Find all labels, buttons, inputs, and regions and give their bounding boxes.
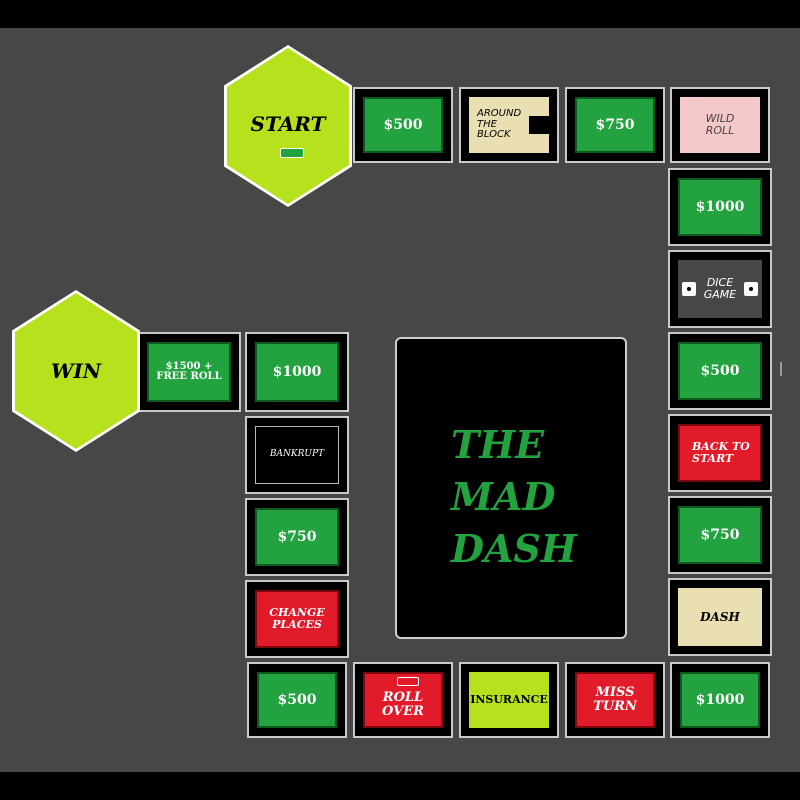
tile-label: $1000	[255, 342, 339, 402]
tile-1500-free-roll[interactable]: $1500 + FREE ROLL	[137, 332, 241, 412]
tile-back-to-start[interactable]: BACK TO START	[668, 414, 772, 492]
tile-1000-bottom[interactable]: $1000	[670, 662, 770, 738]
tile-face: AROUND THE BLOCK	[469, 97, 549, 153]
tile-label: BACK TO START	[678, 424, 762, 482]
tile-label: DASH	[678, 588, 762, 646]
tile-face: DICE GAME	[678, 260, 762, 318]
tile-label: AROUND THE BLOCK	[477, 108, 522, 141]
tile-750-left[interactable]: $750	[245, 498, 349, 576]
tile-insurance[interactable]: INSURANCE	[459, 662, 559, 738]
tile-label: WILD ROLL	[680, 97, 760, 153]
roll-over-marker-icon	[397, 677, 419, 686]
tile-500-bottom[interactable]: $500	[247, 662, 347, 738]
tile-wild-roll[interactable]: WILD ROLL	[670, 87, 770, 163]
tile-1000-left[interactable]: $1000	[245, 332, 349, 412]
tile-1000-right[interactable]: $1000	[668, 168, 772, 246]
game-title: THE MAD DASH	[451, 422, 577, 571]
tile-label: $500	[363, 97, 443, 153]
tile-label: $750	[678, 506, 762, 564]
tile-label: $1000	[678, 178, 762, 236]
tile-500-right[interactable]: $500	[668, 332, 772, 410]
die-icon	[682, 282, 696, 296]
tile-around-the-block[interactable]: AROUND THE BLOCK	[459, 87, 559, 163]
tile-roll-over[interactable]: ROLL OVER	[353, 662, 453, 738]
tile-label: INSURANCE	[469, 672, 549, 728]
tile-label: $750	[575, 97, 655, 153]
tile-dash[interactable]: DASH	[668, 578, 772, 656]
tile-face: ROLL OVER	[363, 672, 443, 728]
tile-miss-turn[interactable]: MISS TURN	[565, 662, 665, 738]
tile-label: MISS TURN	[575, 672, 655, 728]
edge-marker	[780, 362, 782, 376]
tile-label: $1000	[680, 672, 760, 728]
start-marker-icon	[280, 148, 304, 158]
win-hexagon-face: WIN	[15, 293, 137, 449]
tile-label: $500	[678, 342, 762, 400]
tile-bankrupt[interactable]: BANKRUPT	[245, 416, 349, 494]
start-hexagon-face: START	[227, 48, 349, 204]
win-label: WIN	[50, 359, 102, 383]
tile-750-top[interactable]: $750	[565, 87, 665, 163]
tile-label: CHANGE PLACES	[255, 590, 339, 648]
tile-500-top[interactable]: $500	[353, 87, 453, 163]
start-label: START	[250, 112, 326, 136]
tile-label: $500	[257, 672, 337, 728]
black-square-icon	[529, 116, 549, 134]
start-hexagon[interactable]: START	[224, 45, 352, 207]
die-icon	[744, 282, 758, 296]
tile-change-places[interactable]: CHANGE PLACES	[245, 580, 349, 658]
tile-dice-game[interactable]: DICE GAME	[668, 250, 772, 328]
tile-label: $750	[255, 508, 339, 566]
game-board: START $500 AROUND THE BLOCK $750 WILD RO…	[0, 28, 800, 772]
tile-label: $1500 + FREE ROLL	[147, 342, 231, 402]
tile-label: DICE GAME	[703, 276, 737, 301]
tile-label: BANKRUPT	[255, 426, 339, 484]
win-hexagon[interactable]: WIN	[12, 290, 140, 452]
tile-label: ROLL OVER	[382, 690, 424, 719]
center-title-card: THE MAD DASH	[395, 337, 627, 639]
tile-750-right[interactable]: $750	[668, 496, 772, 574]
